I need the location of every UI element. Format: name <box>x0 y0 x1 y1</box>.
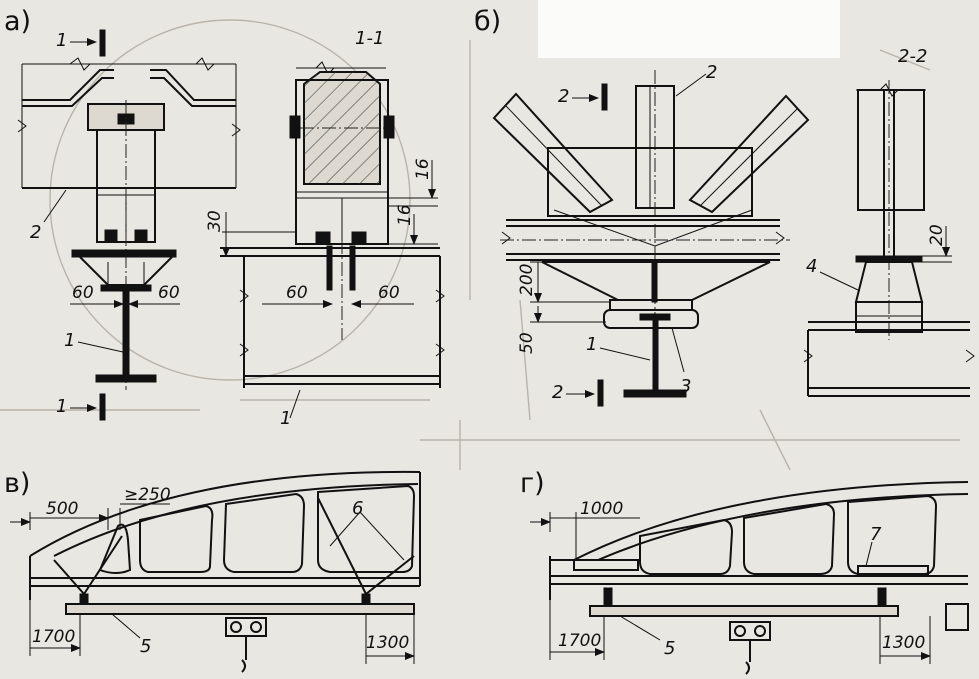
label-brace-7: 7 <box>870 524 882 545</box>
dim-ge-250: ≥250 <box>124 485 171 505</box>
section-cut-2-bottom: 2 <box>552 379 604 407</box>
left-diagonal-angle <box>492 92 614 214</box>
dim-60-section-right: 60 <box>378 283 400 303</box>
truss-top-chord-outer <box>29 470 421 557</box>
clamp-3 <box>603 309 699 329</box>
beam-left-flange <box>22 69 114 101</box>
crane-beam-g <box>589 605 899 617</box>
svg-text:2: 2 <box>552 382 563 403</box>
section-cut-2-top: 2 <box>558 83 608 111</box>
svg-text:2: 2 <box>558 86 569 107</box>
label-purlin-1-section: 1 <box>280 408 291 429</box>
svg-text:1: 1 <box>56 30 67 51</box>
label-clamp-3: 3 <box>680 376 691 397</box>
background-ghost-lines <box>0 19 960 471</box>
dim-60-right: 60 <box>158 283 180 303</box>
brace-7 <box>857 565 929 575</box>
purlin-bottom-flange <box>95 374 157 383</box>
dim-30: 30 <box>205 210 225 232</box>
label-purlin-1-b: 1 <box>586 334 597 355</box>
label-crane-beam-5-v: 5 <box>140 636 151 657</box>
section-title-1-1: 1-1 <box>355 28 384 49</box>
dim-60-section-left: 60 <box>286 283 308 303</box>
hoist-trolley-v <box>225 617 267 673</box>
label-struts-6: 6 <box>352 498 363 519</box>
panel-letter-g: г) <box>520 468 545 499</box>
brace-7-left <box>573 559 639 571</box>
dim-60-left: 60 <box>72 283 94 303</box>
bolt-group-a <box>104 229 148 243</box>
dim-50: 50 <box>517 332 537 354</box>
dim-200: 200 <box>517 264 537 296</box>
purlin-web <box>122 290 130 376</box>
truss-g-top-chord <box>573 481 969 561</box>
panel-g: г) 1000 1700 <box>520 468 969 675</box>
dim-500: 500 <box>46 499 78 519</box>
dim-16-lower: 16 <box>395 204 415 226</box>
gusset-plate <box>547 147 753 217</box>
dim-1000: 1000 <box>580 499 623 519</box>
beam-right-flange <box>150 69 236 101</box>
crane-beam <box>65 603 415 615</box>
section-title-2-2: 2-2 <box>898 46 927 67</box>
dim-1700-g: 1700 <box>558 631 601 651</box>
post-section-2-2 <box>857 89 925 211</box>
section-cut-1-top: 1 <box>56 29 106 57</box>
purlin-top-flange <box>100 284 152 292</box>
panel-letter-a: а) <box>4 6 31 37</box>
base-plate <box>71 249 177 258</box>
panel-a: а) <box>4 6 445 429</box>
label-gusset-4: 4 <box>806 256 817 277</box>
panel-letter-v: в) <box>4 468 30 499</box>
purlin-b-flange <box>623 389 687 398</box>
adjacent-column-stub <box>945 603 969 631</box>
label-crane-beam-5-g: 5 <box>664 638 675 659</box>
blank-paper-patch <box>538 0 840 58</box>
panel-letter-b: б) <box>474 6 501 37</box>
panel-b: б) 200 <box>474 6 975 407</box>
dim-1700-v: 1700 <box>32 627 75 647</box>
label-beam-2: 2 <box>30 222 41 243</box>
dim-16-upper: 16 <box>413 158 433 180</box>
panel-v: в) 50 <box>4 468 421 673</box>
svg-text:1: 1 <box>56 396 67 417</box>
section-cut-1-bottom: 1 <box>56 393 106 421</box>
label-post-2: 2 <box>706 62 717 83</box>
dim-1300-v: 1300 <box>366 633 409 653</box>
dim-1300-g: 1300 <box>882 633 925 653</box>
dim-20: 20 <box>927 224 947 246</box>
right-diagonal-angle <box>688 94 810 214</box>
hoist-trolley-g <box>729 621 771 675</box>
label-purlin-1: 1 <box>64 330 75 351</box>
